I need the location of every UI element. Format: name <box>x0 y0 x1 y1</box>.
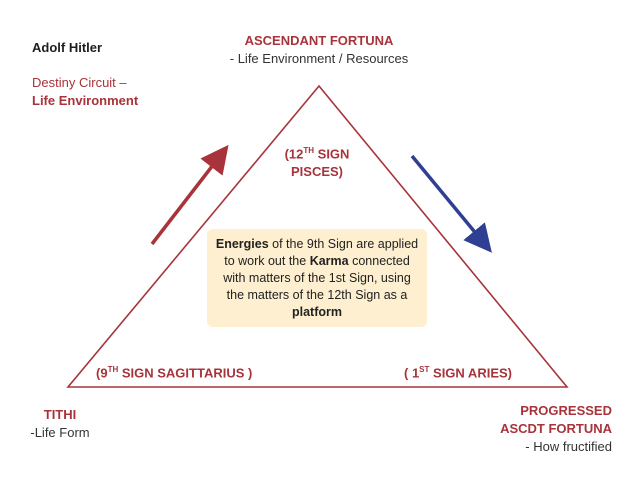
progressed-subtitle: - How fructified <box>525 439 612 454</box>
energy-description-box: Energies of the 9th Sign are applied to … <box>207 229 427 327</box>
tithi-label: TITHI -Life Form <box>30 406 90 442</box>
left-sign-label: (9TH SIGN SAGITTARIUS ) <box>96 365 253 381</box>
ascendant-fortuna-label: ASCENDANT FORTUNA - Life Environment / R… <box>200 32 438 68</box>
apex-sign-line2: PISCES) <box>290 164 343 180</box>
red-arrow <box>150 144 229 246</box>
circuit-line1: Destiny Circuit – <box>32 75 127 90</box>
tithi-title: TITHI <box>43 407 77 422</box>
progressed-fortuna-label: PROGRESSED ASCDT FORTUNA - How fructifie… <box>480 402 612 456</box>
tithi-subtitle: -Life Form <box>30 425 90 440</box>
blue-arrow <box>410 154 492 253</box>
ascendant-fortuna-subtitle: - Life Environment / Resources <box>229 51 409 66</box>
progressed-line1: PROGRESSED <box>520 403 612 418</box>
progressed-line2: ASCDT FORTUNA <box>500 421 612 436</box>
apex-sign-label: (12TH SIGN PISCES) <box>270 142 364 181</box>
right-sign-label: ( 1ST SIGN ARIES) <box>404 365 512 381</box>
circuit-label: Destiny Circuit – Life Environment <box>32 74 138 110</box>
circuit-line2: Life Environment <box>32 93 139 108</box>
triangle <box>66 84 569 388</box>
apex-sign-line1: (12TH SIGN <box>284 146 350 162</box>
ascendant-fortuna-title: ASCENDANT FORTUNA <box>244 33 394 48</box>
subject-name: Adolf Hitler <box>32 40 103 55</box>
energy-description-text: Energies of the 9th Sign are applied to … <box>215 236 419 319</box>
